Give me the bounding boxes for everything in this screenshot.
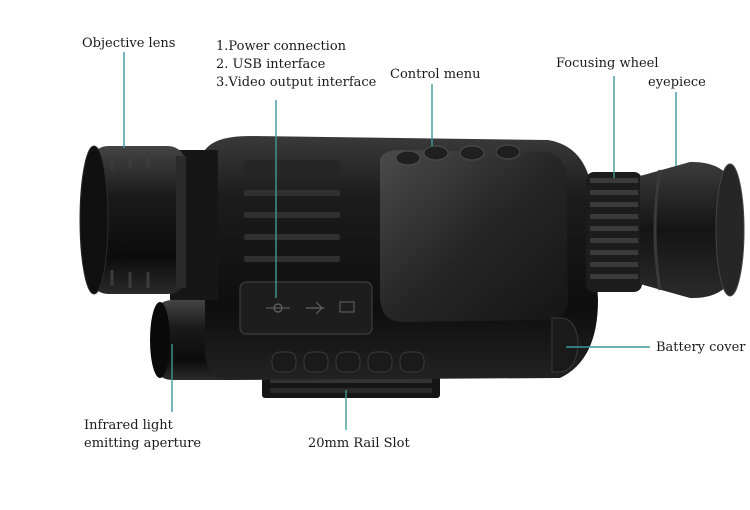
label-control-menu: Control menu: [390, 67, 481, 82]
eyepiece: [640, 161, 745, 299]
battery-cover: [551, 317, 579, 373]
objective-lens: [79, 145, 218, 300]
leader-lines: [123, 52, 677, 430]
label-infrared-line2: emitting aperture: [84, 436, 202, 451]
control-buttons: [395, 144, 521, 166]
label-objective-lens: Objective lens: [82, 36, 176, 51]
main-housing: [205, 136, 598, 380]
label-power-connection: 1.Power connection: [216, 39, 347, 54]
label-infrared-line1: Infrared light: [84, 418, 173, 433]
label-usb-interface: 2. USB interface: [216, 57, 326, 72]
interface-cover: [239, 281, 373, 335]
label-battery-cover: Battery cover: [656, 340, 746, 355]
label-focusing-wheel: Focusing wheel: [556, 56, 659, 71]
label-eyepiece: eyepiece: [648, 75, 706, 90]
label-video-output: 3.Video output interface: [216, 75, 377, 90]
focus-wheel: [586, 172, 642, 292]
label-rail-slot: 20mm Rail Slot: [308, 436, 410, 451]
